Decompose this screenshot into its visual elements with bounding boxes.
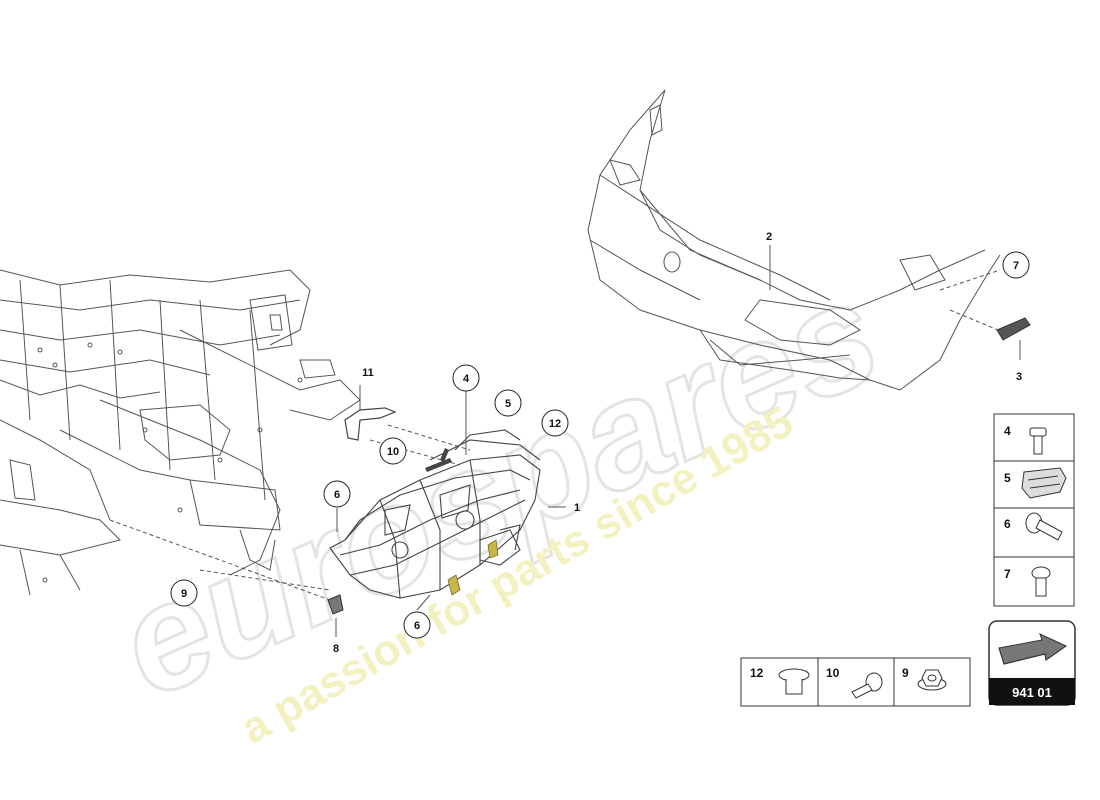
callout-4: 4: [452, 364, 480, 392]
flange-bolt-icon: [1029, 427, 1047, 455]
fastener-panel-horizontal: 12 10 9: [740, 657, 971, 707]
callout-8: 8: [333, 643, 339, 655]
direction-arrow-icon: [998, 633, 1067, 665]
callout-5-circle: [494, 389, 522, 417]
flange-nut-icon: [917, 669, 947, 691]
callout-11: 11: [362, 367, 374, 379]
callout-2: 2: [766, 231, 772, 243]
callout-3: 3: [1016, 371, 1022, 383]
callout-12: 12: [541, 409, 569, 437]
fastener-10-label: 10: [826, 666, 840, 680]
hex-bolt-icon: [851, 672, 883, 699]
callout-2-label: 2: [766, 231, 772, 243]
callout-7-label: 7: [1013, 260, 1019, 272]
collar-screw-icon: [1025, 512, 1063, 541]
fastener-4-label: 4: [1004, 424, 1011, 438]
fastener-6-label: 6: [1004, 517, 1011, 531]
fastener-12-label: 12: [750, 666, 764, 680]
callout-10-label: 10: [387, 446, 399, 458]
callout-1: 1: [574, 502, 580, 514]
callout-8-label: 8: [333, 643, 339, 655]
fastener-5-label: 5: [1004, 471, 1011, 485]
spring-clip-icon: [1021, 467, 1067, 499]
callout-1-label: 1: [574, 502, 580, 514]
callout-4-label: 4: [463, 373, 470, 385]
torx-screw-icon: [1031, 566, 1051, 597]
callout-12-label: 12: [549, 418, 561, 430]
headlight-connector-details: [447, 539, 499, 596]
callout-12-circle: [541, 409, 569, 437]
headlight-assembly-drawing: [329, 429, 541, 599]
callout-11-label: 11: [362, 367, 374, 379]
callout-7-circle: [1002, 251, 1030, 279]
fastener-7-label: 7: [1004, 567, 1011, 581]
body-frame-drawing: [0, 269, 361, 596]
callout-6-upper-circle: [323, 480, 351, 508]
callout-10: 10: [379, 437, 407, 465]
orientation-badge-code: 941 01: [1012, 685, 1052, 700]
callout-9-label: 9: [181, 588, 187, 600]
callout-6-upper-label: 6: [334, 489, 340, 501]
callout-10-circle: [379, 437, 407, 465]
callout-9: 9: [170, 579, 198, 607]
callout-6-lower-circle: [403, 611, 431, 639]
callout-9-circle: [170, 579, 198, 607]
orientation-badge: 941 01: [988, 620, 1076, 706]
watermark-brand: eurospares: [95, 247, 902, 729]
callout-6-lower: 6: [403, 611, 431, 639]
callout-5-label: 5: [505, 398, 511, 410]
callout-3-label: 3: [1016, 371, 1022, 383]
callout-5: 5: [494, 389, 522, 417]
leader-lines: [335, 245, 1021, 637]
callout-7: 7: [1002, 251, 1030, 279]
callout-4-circle: [452, 364, 480, 392]
fastener-panel-vertical: 4 5 6 7: [993, 413, 1075, 607]
mounting-bracket-11: [344, 407, 397, 441]
headlight-wire-harness: [425, 448, 452, 472]
callout-6-lower-label: 6: [414, 620, 420, 632]
front-bumper-drawing: [587, 89, 1001, 391]
clip-part-8: [327, 594, 344, 615]
expanding-rivet-icon: [778, 668, 810, 695]
callout-6-upper: 6: [323, 480, 351, 508]
orientation-badge-code-bg: [989, 678, 1075, 705]
bumper-trim-bracket: [996, 317, 1031, 341]
fastener-9-label: 9: [902, 666, 909, 680]
